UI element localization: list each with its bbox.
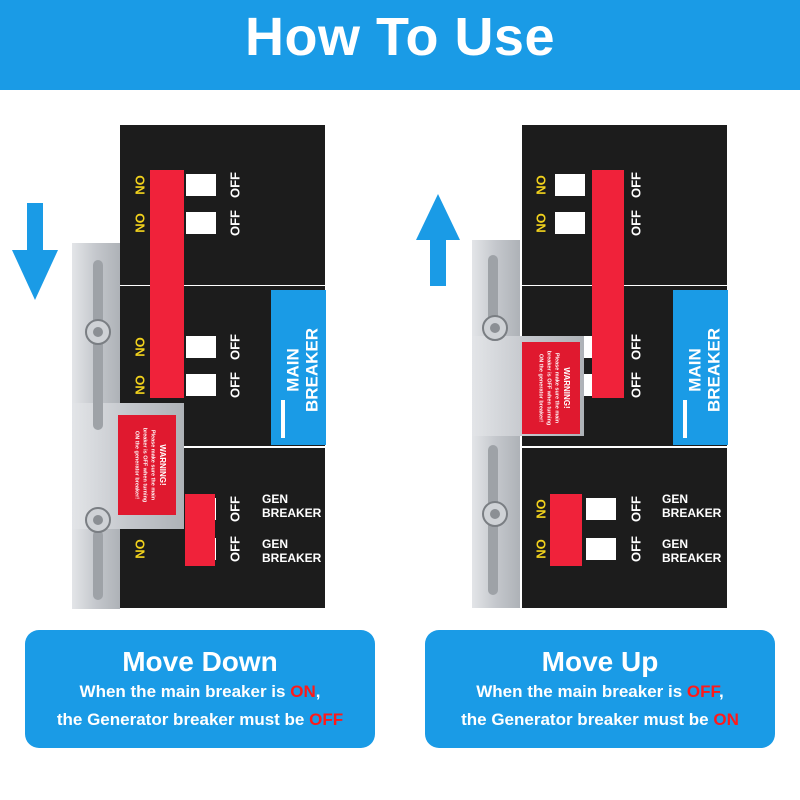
breaker-slot — [586, 538, 616, 560]
off-label: OFF — [227, 496, 242, 522]
breaker-slot — [186, 174, 216, 196]
on-label: ON — [534, 539, 549, 559]
right-illustration: ON ON ON ON OFF OFF OFF OFF OFF OFF MAIN… — [400, 110, 800, 620]
state-highlight: OFF — [309, 710, 344, 729]
left-illustration: ON ON ON ON ON ON OFF OFF OFF OFF OFF OF… — [0, 110, 400, 620]
gen-breaker-label: BREAKER — [262, 506, 322, 520]
on-label: ON — [133, 337, 148, 357]
svg-text:Please make sure the main: Please make sure the main — [554, 353, 560, 424]
off-label: OFF — [227, 334, 242, 360]
off-label: OFF — [628, 172, 643, 198]
gen-breaker-label: GEN — [662, 492, 688, 506]
move-down-caption: Move Down When the main breaker is ON, t… — [25, 630, 375, 748]
off-label: OFF — [628, 496, 643, 522]
title-bar: How To Use — [0, 0, 800, 90]
breaker-slot — [555, 174, 585, 196]
breaker-module-top — [522, 125, 727, 285]
caption-line: the Generator breaker must be OFF — [25, 706, 375, 734]
breaker-slot — [186, 212, 216, 234]
move-up-caption: Move Up When the main breaker is OFF, th… — [425, 630, 775, 748]
page-title: How To Use — [244, 7, 555, 67]
caption-text: When the main breaker is — [476, 682, 687, 701]
svg-text:Please make sure the main: Please make sure the main — [150, 430, 156, 501]
main-breaker-label: MAIN BREAKER — [271, 290, 326, 445]
off-label: OFF — [227, 172, 242, 198]
caption-title: Move Down — [122, 646, 278, 677]
main-breaker-label: MAIN BREAKER — [673, 290, 728, 445]
breaker-slot — [555, 212, 585, 234]
on-label: ON — [133, 175, 148, 195]
warning-label: WARNING! Please make sure the main break… — [118, 415, 176, 515]
off-label: OFF — [628, 334, 643, 360]
state-highlight: ON — [713, 710, 739, 729]
caption-line: When the main breaker is OFF, — [425, 678, 775, 706]
svg-text:breaker is OFF when turning: breaker is OFF when turning — [142, 428, 148, 503]
caption-line: the Generator breaker must be ON — [425, 706, 775, 734]
caption-text: the Generator breaker must be — [56, 710, 310, 729]
on-label: ON — [133, 539, 148, 559]
svg-text:BREAKER: BREAKER — [704, 328, 723, 412]
svg-text:ON the generator breaker!: ON the generator breaker! — [134, 431, 140, 499]
caption-text: When the main breaker is — [79, 682, 291, 701]
gen-breaker-label: GEN — [262, 492, 288, 506]
svg-text:BREAKER: BREAKER — [302, 328, 321, 412]
screw-icon — [482, 501, 508, 527]
caption-text: the Generator breaker must be — [461, 710, 714, 729]
main-breaker-handle — [592, 170, 624, 398]
off-label: OFF — [628, 372, 643, 398]
svg-text:MAIN: MAIN — [685, 348, 704, 391]
off-label: OFF — [628, 536, 643, 562]
breaker-slot — [586, 498, 616, 520]
state-highlight: OFF — [686, 682, 720, 701]
gen-breaker-handle — [550, 494, 582, 566]
svg-text:MAIN: MAIN — [283, 348, 302, 391]
arrow-up-icon — [416, 194, 460, 286]
main-breaker-handle — [150, 170, 184, 398]
breaker-slot — [186, 336, 216, 358]
on-label: ON — [534, 499, 549, 519]
gen-breaker-label: BREAKER — [662, 551, 722, 565]
gen-breaker-label: BREAKER — [662, 506, 722, 520]
on-label: ON — [133, 213, 148, 233]
off-label: OFF — [227, 210, 242, 236]
svg-text:WARNING!: WARNING! — [562, 367, 571, 408]
caption-text: , — [719, 682, 724, 701]
svg-text:breaker is OFF when turning: breaker is OFF when turning — [546, 351, 552, 426]
gen-breaker-label: GEN — [662, 537, 688, 551]
gen-breaker-handle — [185, 494, 215, 566]
off-label: OFF — [227, 372, 242, 398]
gen-breaker-label: BREAKER — [262, 551, 322, 565]
arrow-down-icon — [12, 203, 58, 300]
svg-text:WARNING!: WARNING! — [158, 444, 167, 485]
caption-text: , — [315, 682, 321, 701]
screw-icon — [85, 507, 111, 533]
on-label: ON — [133, 375, 148, 395]
caption-title: Move Up — [541, 646, 659, 677]
warning-label: WARNING! Please make sure the main break… — [522, 342, 580, 434]
breaker-slot — [186, 374, 216, 396]
screw-icon — [482, 315, 508, 341]
off-label: OFF — [628, 210, 643, 236]
caption-line: When the main breaker is ON, — [25, 678, 375, 706]
svg-text:ON the generator breaker!: ON the generator breaker! — [538, 354, 544, 422]
on-label: ON — [534, 213, 549, 233]
off-label: OFF — [227, 536, 242, 562]
screw-icon — [85, 319, 111, 345]
gen-breaker-label: GEN — [262, 537, 288, 551]
on-label: ON — [534, 175, 549, 195]
state-highlight: ON — [290, 682, 316, 701]
